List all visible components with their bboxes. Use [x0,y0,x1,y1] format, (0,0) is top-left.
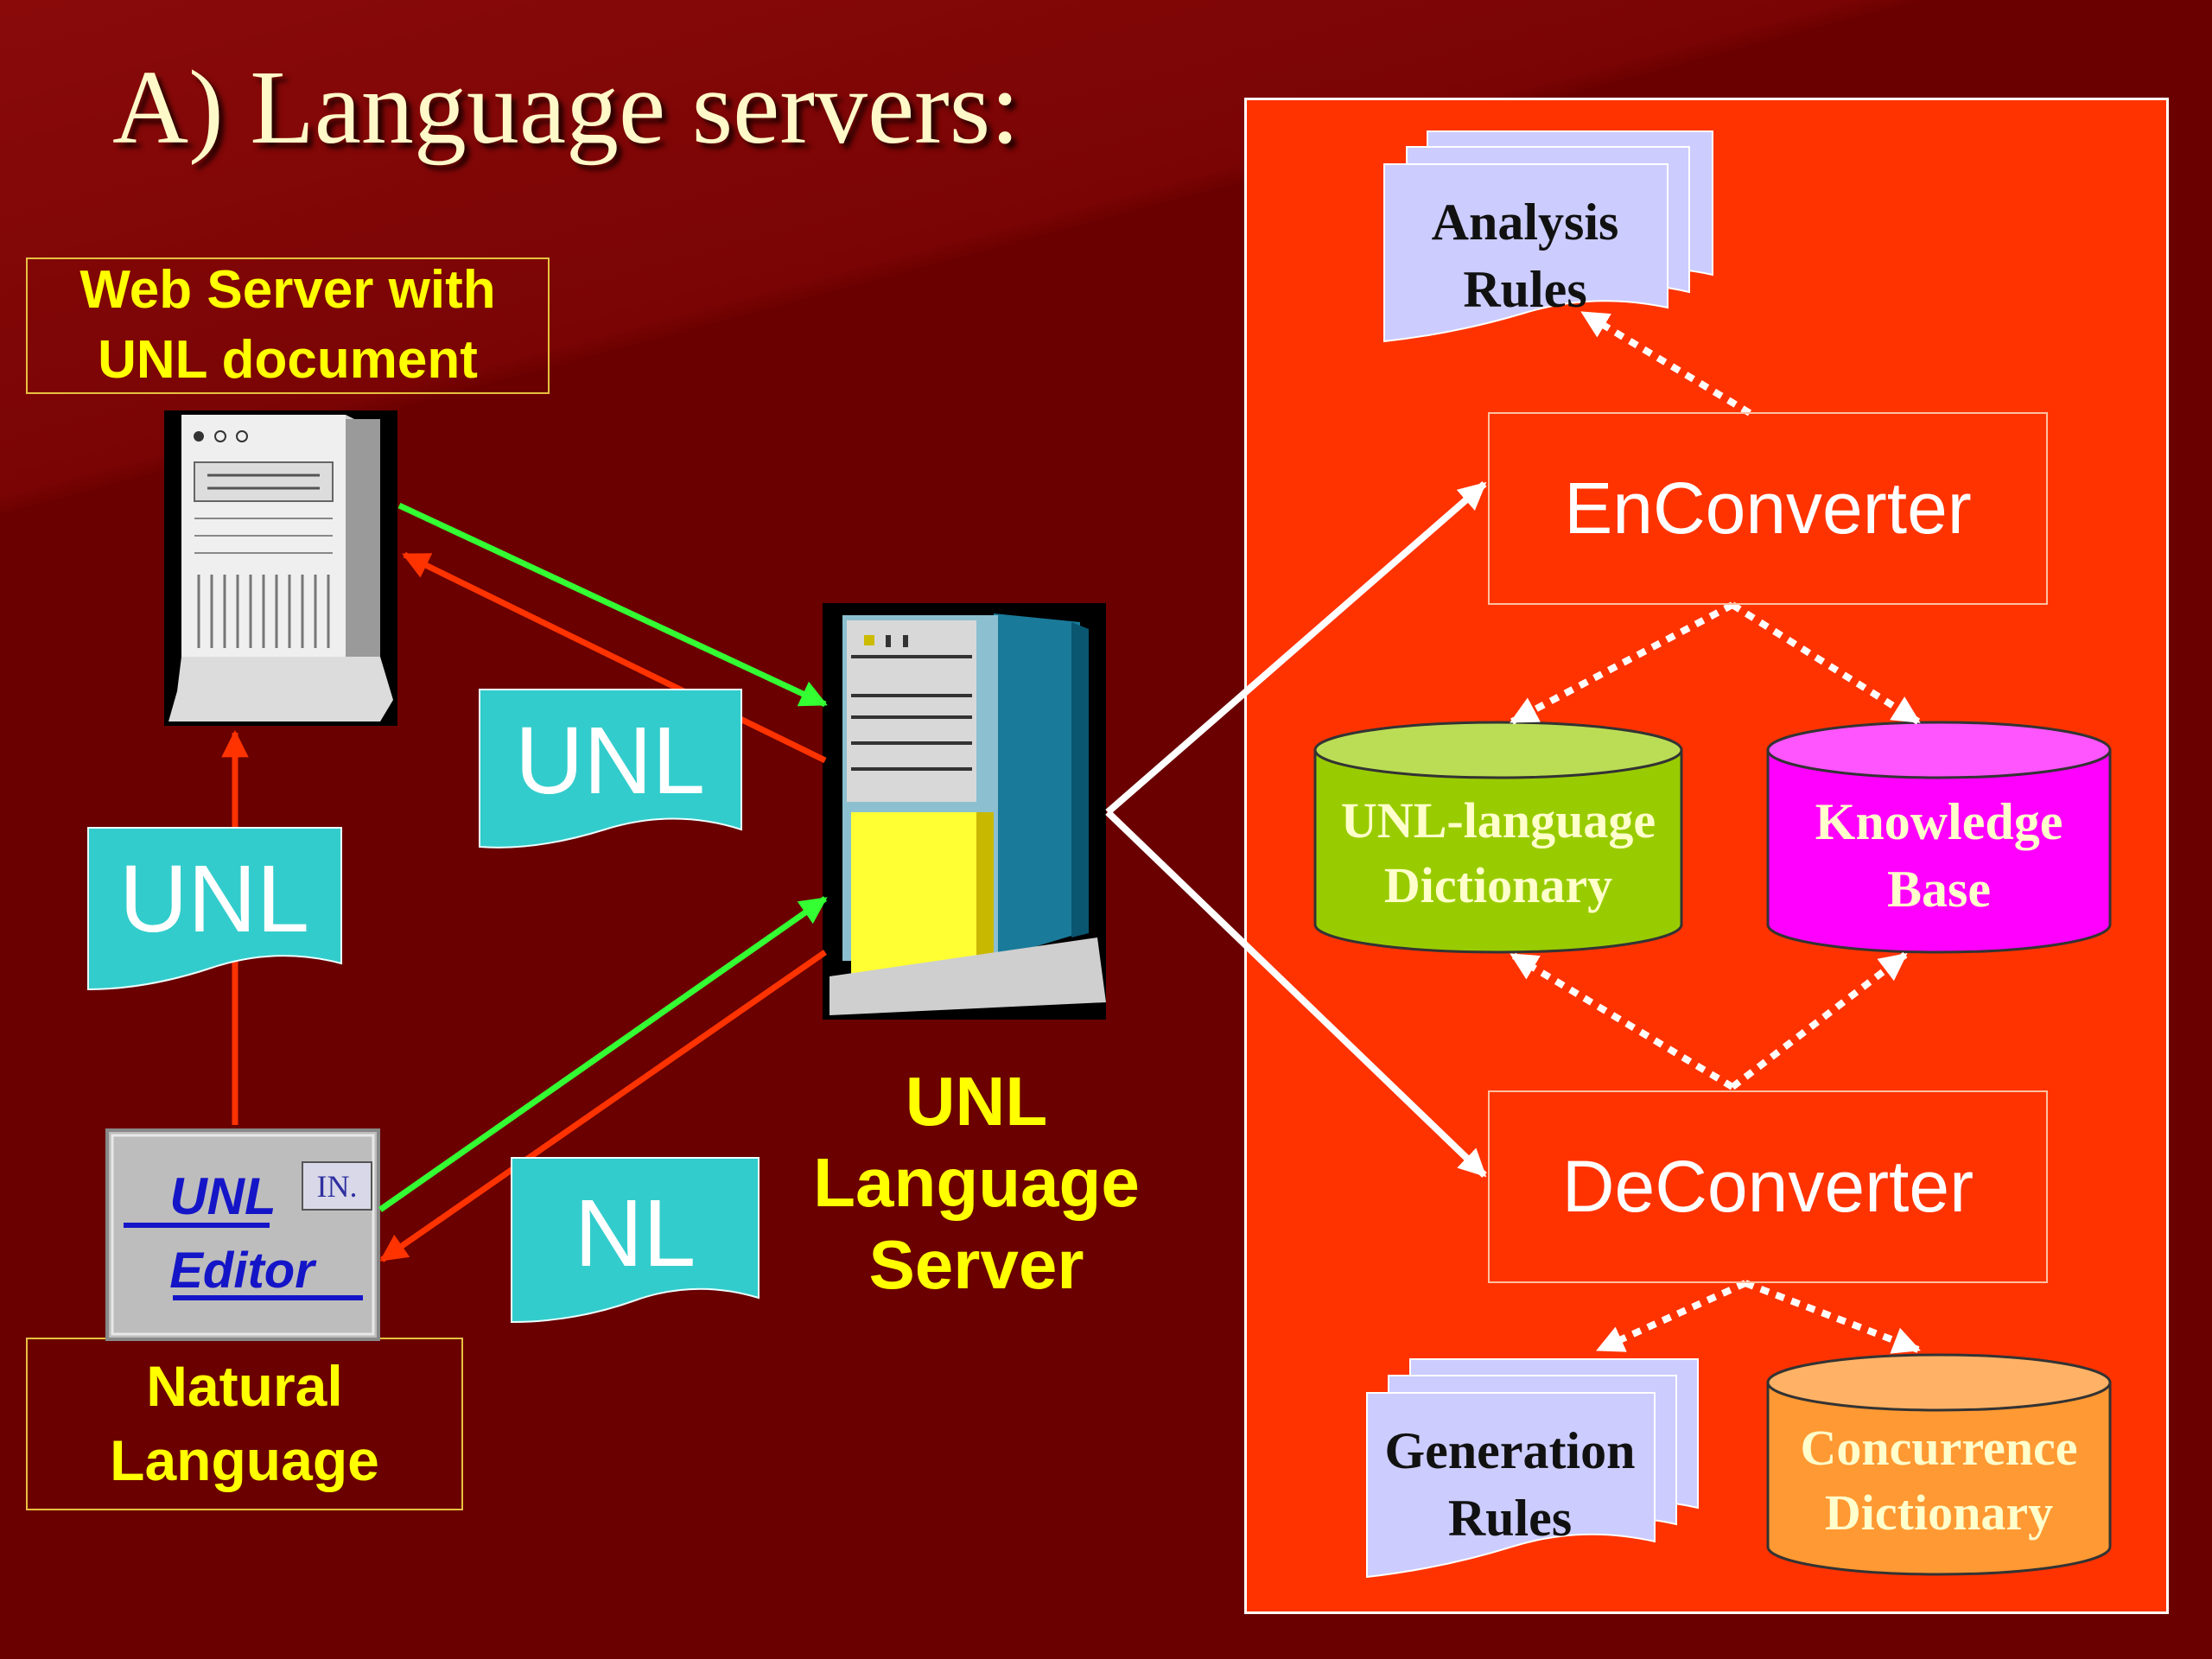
deconverter-to-concurrence-arrow [1744,1280,1921,1354]
enconverter-box: EnConverter [1488,412,2048,605]
unl-document-2-label: UNL [119,846,309,952]
analysis-rules-stack [1383,130,1713,343]
deconverter-to-knowledge-base-arrow [1730,951,1908,1090]
unl-document-shape-1 [479,689,742,849]
web-server-label-box: Web Server with UNL document [26,257,550,394]
languageserver-to-deconverter-arrow [1105,810,1487,1178]
unl-language-server-label: UNL Language Server [778,1061,1175,1306]
unl-dictionary-line1: UNL-language [1340,792,1656,849]
natural-language-label-box: Natural Language [26,1338,463,1510]
editor-to-languageserver-arrow [378,896,828,1212]
concurrence-dictionary-label: Concurrence Dictionary [1763,1415,2115,1546]
nl-document-label: NL [575,1180,696,1287]
generation-rules-line2: Rules [1447,1490,1573,1547]
languageserver-to-editor-arrow [379,950,827,1262]
concurrence-dictionary-line1: Concurrence [1800,1420,2078,1476]
generation-rules-line1: Generation [1384,1422,1636,1479]
web-server-label-line2: UNL document [98,330,478,390]
unl-document-shape-2 [87,827,342,991]
web-server-tower-icon [164,410,397,726]
enconverter-to-dictionary-arrow [1510,601,1734,725]
unl-language-server-label-line2: Language [813,1144,1140,1222]
editor-editor-text: Editor [169,1243,317,1299]
natural-language-label-line1: Natural [146,1354,343,1419]
deconverter-to-generation-rules-arrow [1596,1280,1747,1353]
unl-language-server-label-line3: Server [868,1225,1084,1303]
unl-dictionary-line2: Dictionary [1383,857,1613,914]
unl-language-dictionary-cylinder [1313,721,1683,954]
languageserver-to-webserver-arrow [402,551,827,764]
deconverter-box: DeConverter [1488,1090,2048,1283]
unl-editor-icon: IN. UNL Editor [105,1128,380,1341]
webserver-to-languageserver-arrow [397,502,828,708]
concurrence-dictionary-line2: Dictionary [1824,1484,2054,1541]
analysis-rules-line2: Rules [1463,261,1587,318]
editor-unl-text: UNL [169,1167,276,1225]
natural-language-label-line2: Language [110,1428,379,1492]
knowledge-base-line1: Knowledge [1815,793,2063,850]
unl-language-server-label-line1: UNL [905,1063,1048,1140]
editor-badge-text: IN. [317,1169,358,1204]
concurrence-dictionary-cylinder [1766,1353,2112,1576]
languageserver-to-enconverter-arrow [1105,480,1487,816]
dotted-arrows [1510,309,1921,1354]
nl-document-shape [511,1157,760,1324]
generation-rules-label: Generation Rules [1365,1417,1655,1552]
enconverter-to-knowledge-base-arrow [1730,601,1921,725]
analysis-rules-line1: Analysis [1431,194,1619,251]
slide-title: A) Language servers: [112,49,1020,166]
web-server-label-line1: Web Server with [79,260,496,321]
knowledge-base-cylinder [1766,721,2112,954]
knowledge-base-line2: Base [1887,861,1991,918]
unl-language-server-icon [823,603,1106,1020]
generation-rules-stack [1366,1358,1699,1579]
unl-dictionary-label: UNL-language Dictionary [1315,788,1681,918]
knowledge-base-label: Knowledge Base [1768,788,2110,923]
enconverter-to-analysis-rules-arrow [1580,309,1752,416]
analysis-rules-label: Analysis Rules [1400,188,1650,323]
unl-document-1-label: UNL [515,708,705,814]
deconverter-to-dictionary-arrow [1510,951,1735,1090]
